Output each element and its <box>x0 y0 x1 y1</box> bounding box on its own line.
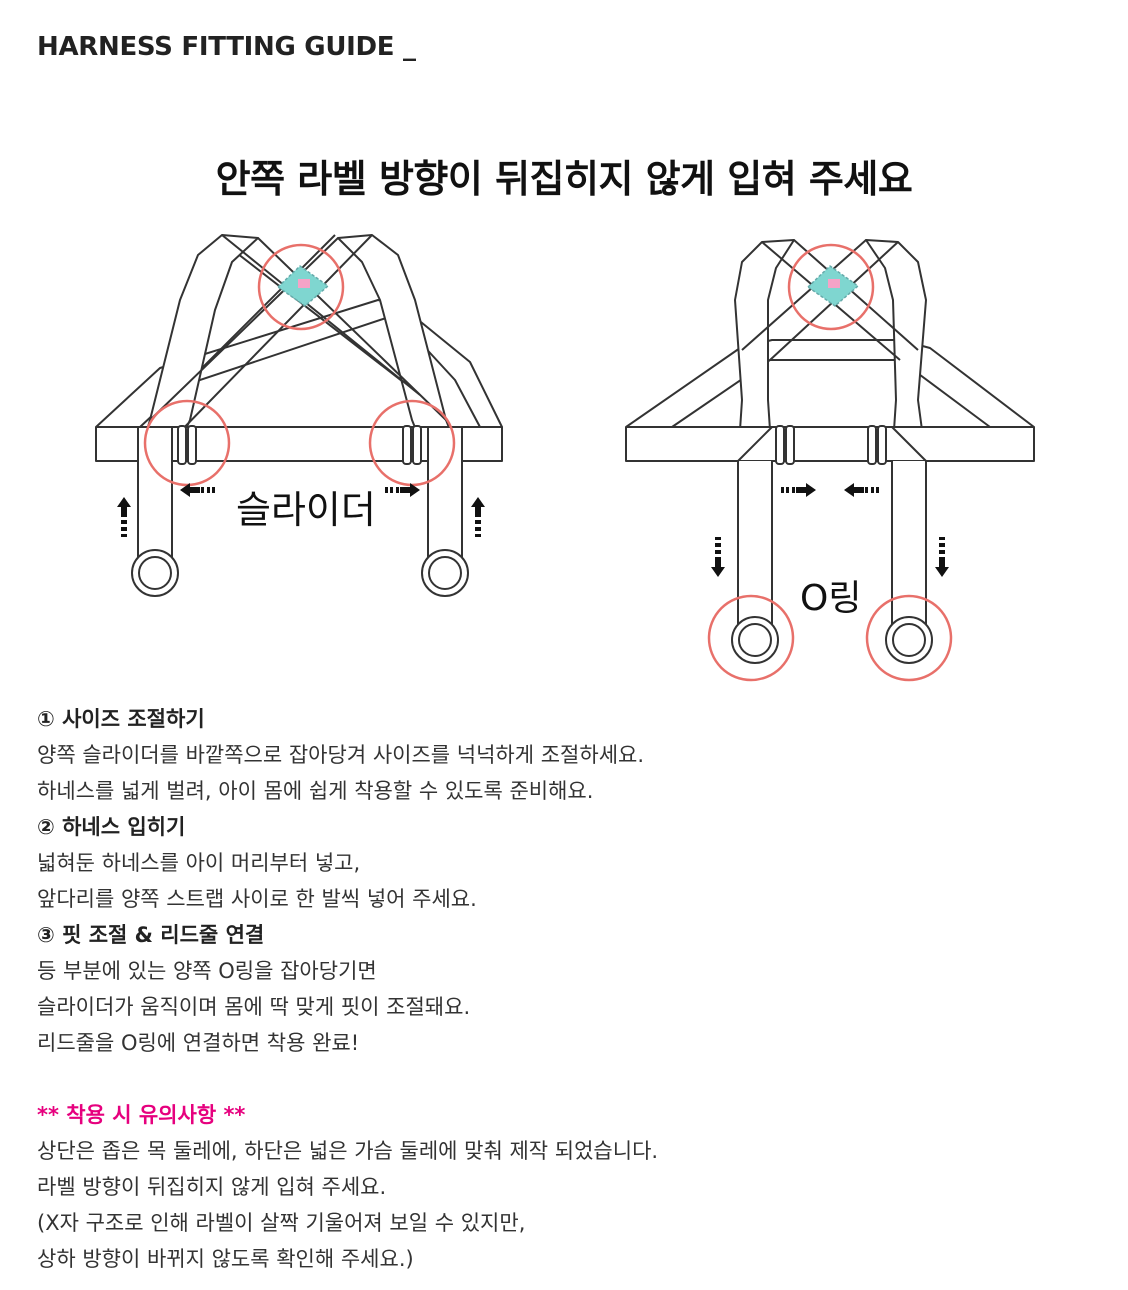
left-harness-illustration <box>95 234 503 597</box>
spacer <box>37 1061 1097 1097</box>
step1-line: 하네스를 넓게 벌려, 아이 몸에 쉽게 착용할 수 있도록 준비해요. <box>37 779 594 803</box>
harness-diagram: 슬라이더 <box>95 234 1035 682</box>
step1-line: 양쪽 슬라이더를 바깥쪽으로 잡아당겨 사이즈를 넉넉하게 조절하세요. <box>37 743 645 767</box>
right-harness-illustration <box>625 239 1035 664</box>
step3-line: 슬라이더가 움직이며 몸에 딱 맞게 핏이 조절돼요. <box>37 995 471 1019</box>
notice-line: 상단은 좁은 목 둘레에, 하단은 넓은 가슴 둘레에 맞춰 제작 되었습니다. <box>37 1139 659 1163</box>
notice-line: 상하 방향이 바뀌지 않도록 확인해 주세요.) <box>37 1247 414 1271</box>
notice-line: (X자 구조로 인해 라벨이 살짝 기울어져 보일 수 있지만, <box>37 1211 526 1235</box>
slider-label: 슬라이더 <box>236 488 376 532</box>
right-highlight-circles <box>707 243 953 682</box>
step2-title: ② 하네스 입히기 <box>37 815 186 839</box>
step3-line: 리드줄을 O링에 연결하면 착용 완료! <box>37 1031 360 1055</box>
oring-label: O링 <box>800 578 861 619</box>
notice-title: ** 착용 시 유의사항 ** <box>37 1103 246 1127</box>
page-title: HARNESS FITTING GUIDE _ <box>37 32 416 62</box>
step2-line: 앞다리를 양쪽 스트랩 사이로 한 발씩 넣어 주세요. <box>37 887 477 911</box>
step2-line: 넓혀둔 하네스를 아이 머리부터 넣고, <box>37 851 361 875</box>
step3-line: 등 부분에 있는 양쪽 O링을 잡아당기면 <box>37 959 377 983</box>
notice-line: 라벨 방향이 뒤집히지 않게 입혀 주세요. <box>37 1175 387 1199</box>
instructions: ① 사이즈 조절하기 양쪽 슬라이더를 바깥쪽으로 잡아당겨 사이즈를 넉넉하게… <box>37 701 1097 1277</box>
step3-title: ③ 핏 조절 & 리드줄 연결 <box>37 923 265 947</box>
diagram-headline: 안쪽 라벨 방향이 뒤집히지 않게 입혀 주세요 <box>215 157 913 201</box>
step1-title: ① 사이즈 조절하기 <box>37 707 205 731</box>
